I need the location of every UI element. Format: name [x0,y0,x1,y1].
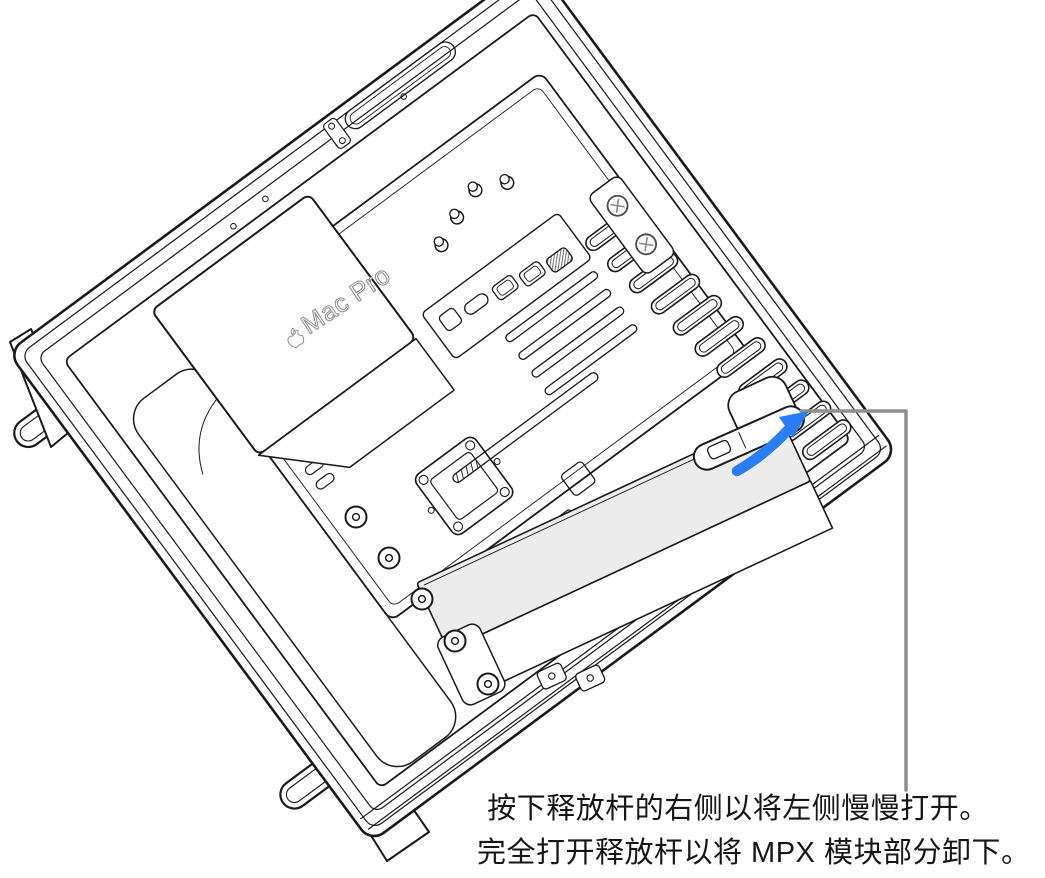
case-outline [13,0,893,838]
mpx-bay [416,375,834,706]
socket [414,436,514,536]
hinge-bracket [589,176,675,274]
io-ports [422,213,591,359]
apple-logo-icon [287,327,305,348]
psu-block: Mac Pro [153,195,455,469]
mpx-bay-cover [416,414,811,650]
case-body: Mac Pro [13,0,893,838]
callout-line [799,409,908,792]
caption-line-1: 按下释放杆的右侧以将左侧慢慢打开。 [487,793,989,825]
blue-arrow-icon [731,411,809,477]
caption-line-2: 完全打开释放杆以将 MPX 模块部分卸下。 [477,837,1031,869]
instruction-caption: 按下释放杆的右侧以将左侧慢慢打开。 完全打开释放杆以将 MPX 模块部分卸下。 [477,787,1031,875]
top-wall-latch [323,41,456,149]
